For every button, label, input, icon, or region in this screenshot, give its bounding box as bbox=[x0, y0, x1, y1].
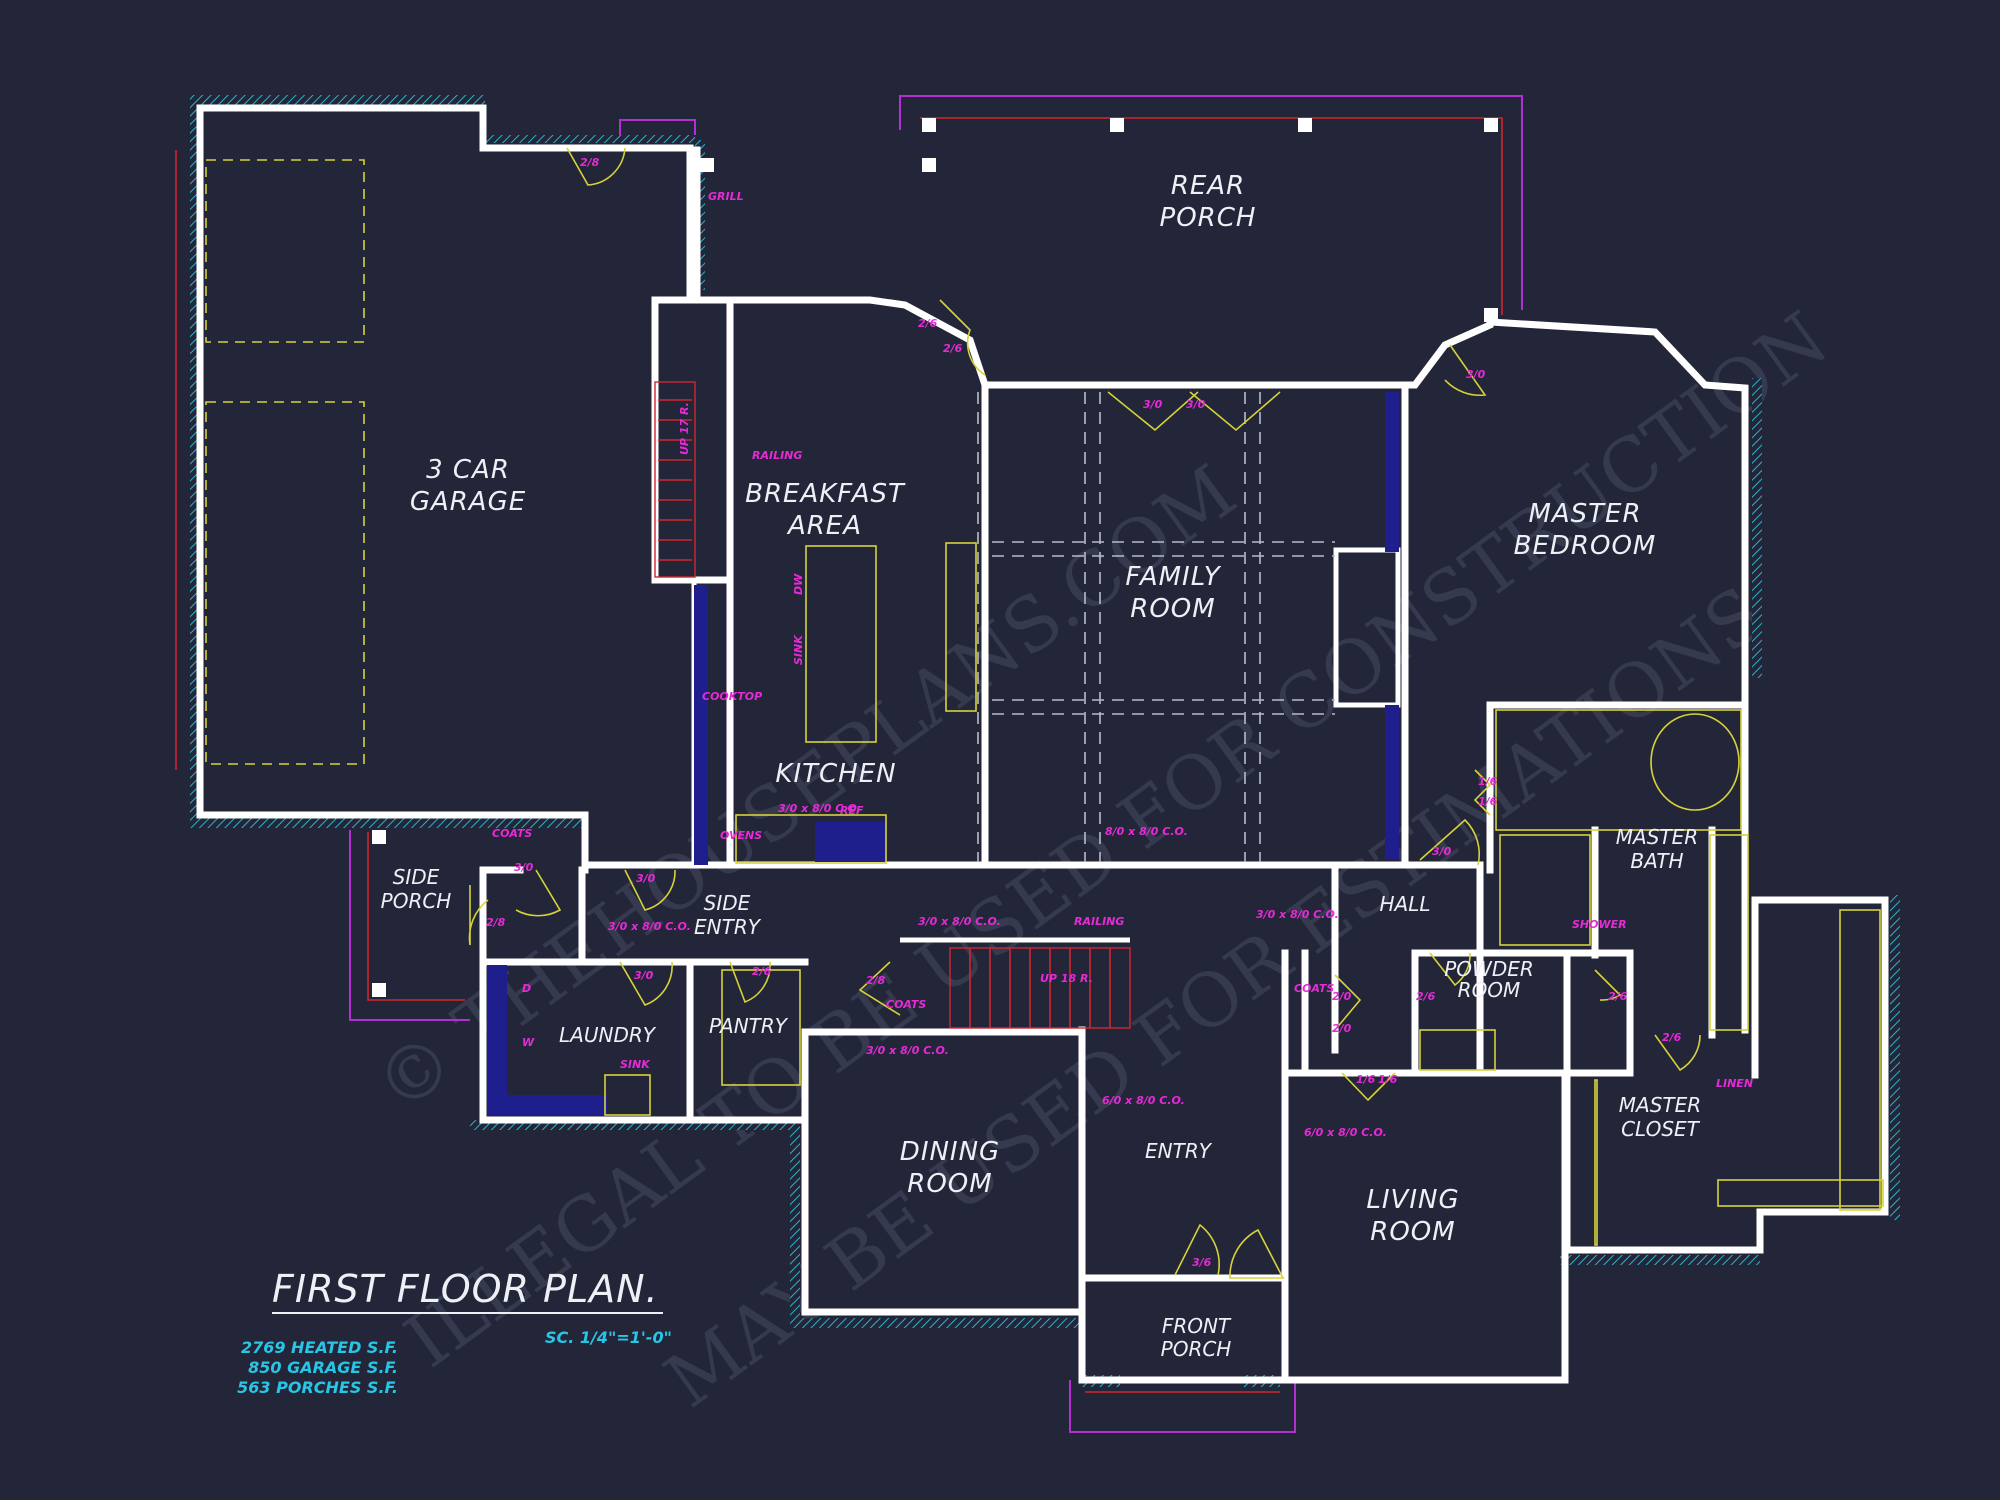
room-label-front-porch-1: FRONT bbox=[1162, 1314, 1232, 1338]
note-d36-front: 3/6 bbox=[1192, 1256, 1212, 1269]
room-label-entry: ENTRY bbox=[1145, 1139, 1213, 1163]
note-laundry-washer: W bbox=[522, 1036, 535, 1049]
room-label-rear-porch-2: PORCH bbox=[1160, 203, 1257, 233]
cabinet-fills bbox=[487, 392, 1399, 1115]
note-co-dining: 6/0 x 8/0 C.O. bbox=[1102, 1094, 1185, 1107]
plan-title: FIRST FLOOR PLAN. bbox=[272, 1267, 659, 1311]
room-label-garage-1: 3 CAR bbox=[426, 455, 510, 485]
porch-posts bbox=[372, 118, 1498, 997]
room-labels: 3 CAR GARAGE REAR PORCH BREAKFAST AREA K… bbox=[381, 171, 1702, 1361]
stat-porches: 563 PORCHES S.F. bbox=[237, 1378, 398, 1397]
room-label-pantry: PANTRY bbox=[709, 1014, 789, 1038]
room-label-side-entry-1: SIDE bbox=[704, 891, 751, 915]
stairs bbox=[654, 381, 1131, 1029]
note-d26-powder: 2/6 bbox=[1416, 990, 1436, 1003]
note-co-family: 8/0 x 8/0 C.O. bbox=[1105, 825, 1188, 838]
room-label-master-bath-1: MASTER bbox=[1616, 825, 1698, 849]
note-d26-pantry: 2/6 bbox=[752, 965, 772, 978]
note-d30-b: 3/0 bbox=[1186, 398, 1206, 411]
note-dw: DW bbox=[792, 573, 805, 595]
note-ovens: OVENS bbox=[720, 829, 762, 842]
room-label-master-bedroom-1: MASTER bbox=[1528, 499, 1641, 529]
note-d26-master-bath: 2/6 bbox=[1662, 1031, 1682, 1044]
stat-garage: 850 GARAGE S.F. bbox=[248, 1358, 398, 1377]
annotation-notes: 2/8 GRILL UP 17 R. RAILING 2/6 2/6 3/0 3… bbox=[486, 156, 1753, 1269]
doors bbox=[468, 147, 1701, 1279]
note-d26-b: 2/6 bbox=[943, 342, 963, 355]
note-coats-b: COATS bbox=[886, 998, 926, 1011]
note-d30-a: 3/0 bbox=[1143, 398, 1163, 411]
family-grid bbox=[977, 392, 1335, 862]
note-d30-mbed: 3/0 bbox=[1466, 368, 1486, 381]
room-label-powder-2: ROOM bbox=[1458, 978, 1521, 1002]
note-d16-c: 1/6 bbox=[1478, 775, 1498, 788]
room-label-hall: HALL bbox=[1379, 892, 1430, 916]
room-label-side-porch-1: SIDE bbox=[393, 865, 440, 889]
note-d16-a: 1/6 bbox=[1356, 1073, 1376, 1086]
room-label-master-bath-2: BATH bbox=[1630, 849, 1683, 873]
room-label-dining-2: ROOM bbox=[907, 1169, 992, 1199]
note-d26-a: 2/6 bbox=[918, 317, 938, 330]
wall-hatching bbox=[190, 95, 1900, 1387]
room-label-powder-1: POWDER bbox=[1444, 957, 1534, 981]
note-cooktop: COOKTOP bbox=[702, 690, 762, 703]
room-label-side-porch-2: PORCH bbox=[381, 889, 452, 913]
room-label-garage-2: GARAGE bbox=[410, 487, 526, 517]
title-block: FIRST FLOOR PLAN. SC. 1/4"=1'-0" 2769 HE… bbox=[237, 1267, 672, 1397]
note-d30-sp1: 3/0 bbox=[514, 861, 534, 874]
room-label-master-bedroom-2: BEDROOM bbox=[1514, 531, 1657, 561]
note-d16-b: 1/6 bbox=[1378, 1073, 1398, 1086]
note-co-stair: 3/0 x 8/0 C.O. bbox=[918, 915, 1001, 928]
note-d30-laundry: 3/0 bbox=[634, 969, 654, 982]
note-railing-a: RAILING bbox=[752, 449, 802, 462]
note-up-stairs-a: UP 17 R. bbox=[678, 402, 691, 455]
note-co-pantry: 3/0 x 8/0 C.O. bbox=[866, 1044, 949, 1057]
note-shower: SHOWER bbox=[1572, 918, 1627, 931]
room-label-laundry: LAUNDRY bbox=[559, 1023, 657, 1047]
note-laundry-dryer: D bbox=[522, 982, 531, 995]
room-label-breakfast-1: BREAKFAST bbox=[745, 479, 906, 509]
note-up-stairs-b: UP 18 R. bbox=[1040, 972, 1093, 985]
note-d28-sp: 2/8 bbox=[486, 916, 506, 929]
note-d20-b: 2/0 bbox=[1332, 1022, 1352, 1035]
note-sink-laundry: SINK bbox=[620, 1058, 651, 1071]
stat-heated: 2769 HEATED S.F. bbox=[241, 1338, 398, 1357]
note-d30-hall-door: 3/0 bbox=[1432, 845, 1452, 858]
room-label-breakfast-2: AREA bbox=[786, 511, 862, 541]
note-railing-b: RAILING bbox=[1074, 915, 1124, 928]
note-coats-a: COATS bbox=[492, 827, 532, 840]
note-d28-garage: 2/8 bbox=[580, 156, 600, 169]
walls bbox=[196, 104, 1889, 1384]
note-linen: LINEN bbox=[1716, 1077, 1753, 1090]
room-label-kitchen: KITCHEN bbox=[775, 759, 896, 789]
room-label-master-closet-1: MASTER bbox=[1619, 1093, 1701, 1117]
room-label-dining-1: DINING bbox=[900, 1137, 1000, 1167]
room-label-front-porch-2: PORCH bbox=[1161, 1337, 1232, 1361]
note-d28-stair: 2/8 bbox=[866, 974, 886, 987]
room-label-master-closet-2: CLOSET bbox=[1621, 1117, 1701, 1141]
note-d30-sp2: 3/0 bbox=[636, 872, 656, 885]
room-label-rear-porch-1: REAR bbox=[1171, 171, 1245, 201]
note-ref: REF bbox=[840, 804, 864, 817]
note-co-kitchen: 3/0 x 8/0 C.O. bbox=[778, 802, 861, 815]
note-d20-a: 2/0 bbox=[1332, 990, 1352, 1003]
fixtures bbox=[205, 159, 1884, 1246]
note-grill: GRILL bbox=[708, 190, 744, 203]
room-label-family-2: ROOM bbox=[1130, 594, 1215, 624]
note-co-hall: 3/0 x 8/0 C.O. bbox=[1256, 908, 1339, 921]
room-label-family-1: FAMILY bbox=[1125, 562, 1221, 592]
room-label-side-entry-2: ENTRY bbox=[694, 915, 762, 939]
plan-scale: SC. 1/4"=1'-0" bbox=[545, 1328, 672, 1347]
note-coats-c: COATS bbox=[1294, 982, 1334, 995]
room-label-living-1: LIVING bbox=[1366, 1185, 1459, 1215]
note-d26-master-closet: 2/6 bbox=[1608, 990, 1628, 1003]
note-sink-kitchen: SINK bbox=[792, 634, 805, 665]
note-co-side: 3/0 x 8/0 C.O. bbox=[608, 920, 691, 933]
room-label-living-2: ROOM bbox=[1370, 1217, 1455, 1247]
note-co-living: 6/0 x 8/0 C.O. bbox=[1304, 1126, 1387, 1139]
note-d16-d: 1/6 bbox=[1478, 795, 1498, 808]
